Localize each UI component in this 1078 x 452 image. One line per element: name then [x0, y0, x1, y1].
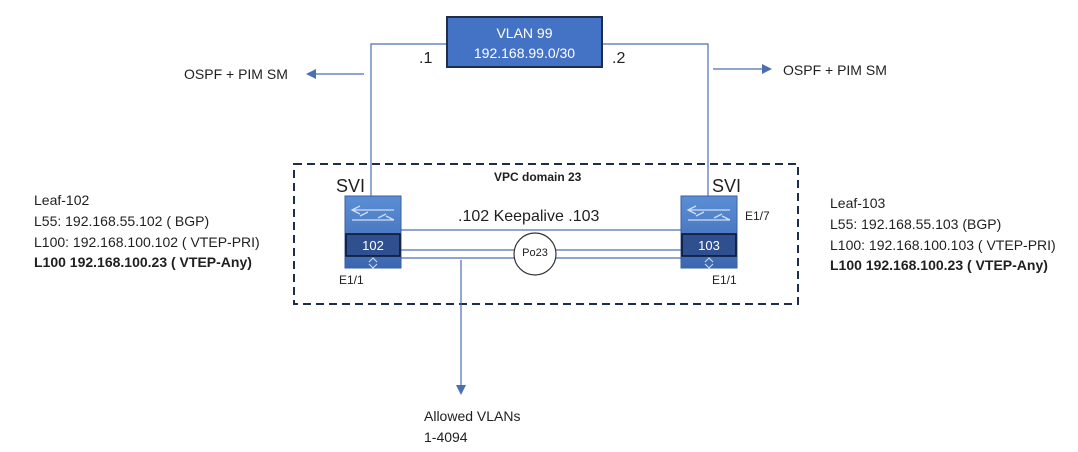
switch-102-icon — [344, 195, 402, 269]
vpc-domain-box — [293, 163, 799, 305]
left-port-label: E1/1 — [339, 273, 364, 287]
left-protocol-label: OSPF + PIM SM — [184, 66, 288, 82]
switch-103-label: 103 — [698, 238, 720, 253]
leaf-103-name: Leaf-103 — [830, 195, 886, 211]
vlan-subnet: 192.168.99.0/30 — [473, 45, 576, 61]
port-channel-label: Po23 — [522, 247, 548, 259]
vlan-title: VLAN 99 — [496, 25, 553, 41]
switch-103-icon — [680, 195, 738, 269]
right-port-top-label: E1/7 — [745, 209, 770, 223]
vpc-domain-label: VPC domain 23 — [494, 170, 582, 184]
port-channel-circle — [513, 232, 557, 276]
leaf-102-name: Leaf-102 — [34, 192, 90, 208]
leaf-102-l100-any: L100 192.168.100.23 ( VTEP-Any) — [34, 254, 252, 270]
keepalive-label: .102 Keepalive .103 — [458, 208, 600, 225]
switch-102-label: 102 — [362, 238, 384, 253]
leaf-103-l55: L55: 192.168.55.103 (BGP) — [830, 216, 1002, 232]
allowed-vlans-range: 1-4094 — [424, 429, 468, 445]
left-svi-label: SVI — [336, 176, 366, 196]
vlan-99-box: VLAN 99 192.168.99.0/30 — [446, 16, 603, 68]
right-svi-label: SVI — [712, 176, 742, 196]
leaf-102-l100: L100: 192.168.100.102 ( VTEP-PRI) — [34, 234, 260, 250]
right-link-ip: .2 — [612, 50, 626, 67]
link-right-uplink — [603, 43, 709, 197]
leaf-103-l100: L100: 192.168.100.103 ( VTEP-PRI) — [830, 237, 1056, 253]
allowed-vlans-label: Allowed VLANs — [424, 408, 521, 424]
right-protocol-label: OSPF + PIM SM — [783, 62, 887, 78]
leaf-102-l55: L55: 192.168.55.102 ( BGP) — [34, 213, 210, 229]
link-left-uplink — [370, 43, 446, 197]
right-port-label: E1/1 — [712, 273, 737, 287]
leaf-103-l100-any: L100 192.168.100.23 ( VTEP-Any) — [830, 257, 1048, 273]
left-link-ip: .1 — [419, 50, 433, 67]
